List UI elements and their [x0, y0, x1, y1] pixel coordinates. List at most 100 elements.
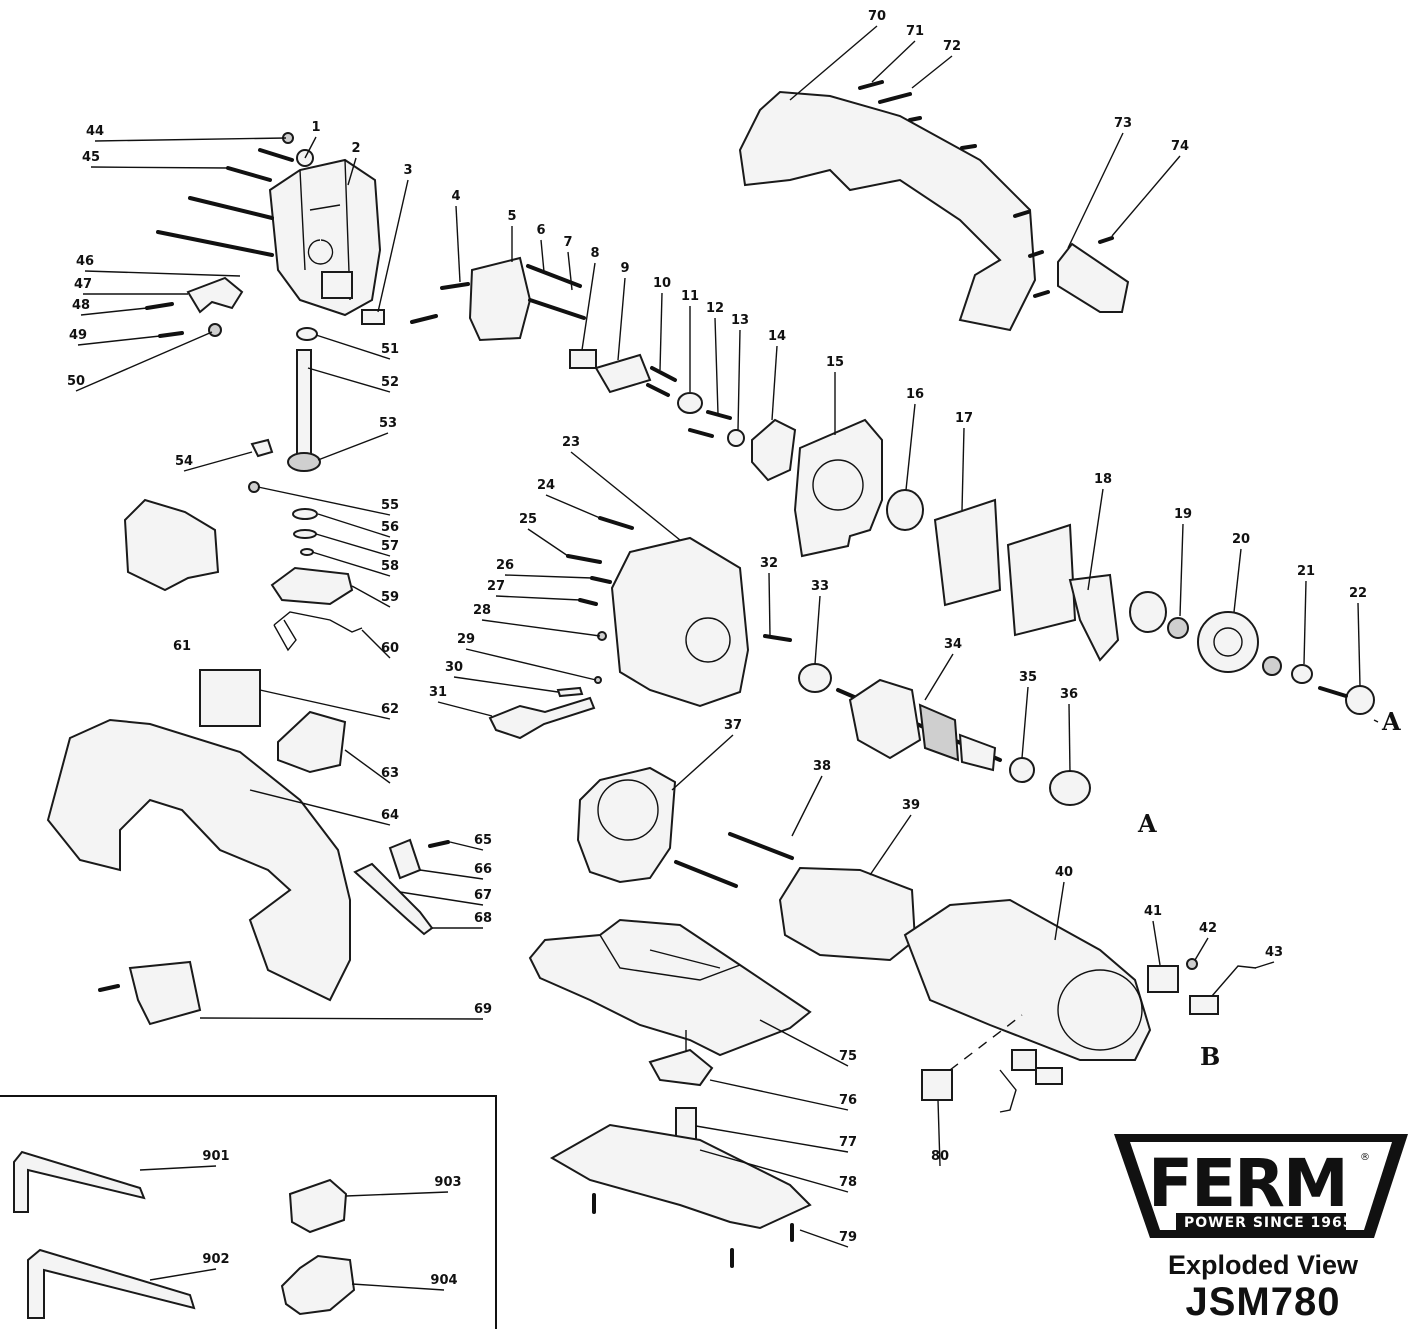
callout-label: 41: [1144, 904, 1162, 919]
callout-label: 79: [839, 1230, 857, 1245]
callout-label: 25: [519, 512, 537, 527]
brand-logo: FERM ® POWER SINCE 1965: [1114, 1134, 1408, 1238]
gear-plate: [793, 418, 883, 558]
spring-clip: [273, 611, 363, 652]
callout-label: 68: [474, 911, 492, 926]
leader-line-10: [659, 292, 663, 371]
callout-label: 14: [768, 329, 786, 344]
leader-line-2: [347, 157, 357, 186]
leader-line-28: [481, 619, 601, 637]
leader-line-6: [540, 239, 545, 273]
carbon-brush-43: [1189, 995, 1219, 1015]
leader-line-19: [1179, 523, 1184, 617]
callout-label: 53: [379, 416, 397, 431]
accessory-box: [0, 1095, 497, 1329]
callout-label: 73: [1114, 116, 1132, 131]
leader-line-54: [183, 451, 253, 472]
switch-62: [199, 669, 261, 727]
leader-line-60: [361, 629, 391, 659]
leader-line-43: [1254, 961, 1275, 969]
leader-line-48: [80, 307, 148, 316]
plunger-assembly: [250, 327, 321, 472]
callout-label: 901: [202, 1149, 229, 1164]
leader-line-902: [149, 1268, 217, 1281]
callout-label: 51: [381, 342, 399, 357]
leader-line-903: [345, 1191, 449, 1197]
callout-label: 60: [381, 641, 399, 656]
brush-holder-41: [1147, 965, 1179, 993]
callout-label: 39: [902, 798, 920, 813]
leader-line-901: [139, 1165, 217, 1171]
callout-label: 58: [381, 559, 399, 574]
leader-line-21: [1303, 580, 1307, 665]
cord-protector-67: [353, 862, 434, 936]
leader-line-74: [1111, 155, 1181, 237]
leader-line-71: [871, 40, 916, 83]
spring-50: [208, 323, 222, 337]
caption-exploded-view: Exploded View: [1167, 1250, 1359, 1280]
bolt-38b: [674, 860, 738, 888]
cord-clamp-66: [388, 838, 422, 880]
callout-label: 28: [473, 603, 491, 618]
callout-label: 37: [724, 718, 742, 733]
label-80: [921, 1069, 953, 1101]
callout-label: 36: [1060, 687, 1078, 702]
plug-904: [280, 1254, 356, 1316]
leader-line-77: [695, 1125, 849, 1153]
leader-line-58: [311, 551, 391, 577]
callout-label: 56: [381, 520, 399, 535]
leader-line-25: [527, 528, 569, 557]
leader-line-18: [1087, 488, 1104, 591]
bearing-35: [1009, 757, 1035, 783]
marker-a-1: A: [1381, 707, 1401, 736]
callout-label: 33: [811, 579, 829, 594]
callout-label: 20: [1232, 532, 1250, 547]
callout-label: 42: [1199, 921, 1217, 936]
leader-line-55: [257, 486, 391, 516]
callout-label: 34: [944, 637, 962, 652]
callout-label: 78: [839, 1175, 857, 1190]
chip-guard: [123, 498, 220, 592]
callout-label: 55: [381, 498, 399, 513]
callout-label: 27: [487, 579, 505, 594]
bearing-19b: [1262, 656, 1282, 676]
set-screw-903: [288, 1178, 348, 1234]
leader-line-79: [799, 1229, 849, 1248]
counterweight-17a: [933, 498, 1002, 607]
leader-line-8: [581, 262, 596, 351]
washer-16a: [886, 489, 924, 531]
leader-line-80: [937, 1099, 941, 1167]
leader-line-41: [1152, 920, 1161, 966]
callout-label: 3: [403, 163, 412, 178]
callout-label: 2: [351, 141, 360, 156]
leader-line-72: [911, 55, 953, 89]
callout-label: 30: [445, 660, 463, 675]
support-plate: [270, 566, 354, 606]
leader-line-64: [249, 789, 391, 826]
leader-line-1: [304, 136, 317, 159]
callout-label: 66: [474, 862, 492, 877]
callout-label: 7: [563, 235, 572, 250]
leader-line-35: [1021, 686, 1029, 759]
brand-tagline: POWER SINCE 1965: [1184, 1215, 1354, 1231]
callout-label: 45: [82, 150, 100, 165]
callout-label: 4: [451, 189, 460, 204]
callout-label: 64: [381, 808, 399, 823]
callout-label: 49: [69, 328, 87, 343]
leader-line-904: [351, 1283, 445, 1291]
switch-knob-31: [488, 696, 596, 740]
base-plate-78: [549, 1123, 812, 1230]
cover-69: [128, 960, 202, 1026]
armature: [836, 678, 1002, 772]
cover-73: [1057, 242, 1130, 313]
leader-line-27: [495, 595, 581, 601]
leader-line-44: [94, 137, 287, 142]
leader-line-33: [814, 595, 821, 665]
screw-4b: [410, 314, 438, 324]
leader-line-66: [419, 869, 484, 880]
callout-label: 19: [1174, 507, 1192, 522]
screw-4: [440, 282, 470, 290]
brand-registered-mark: ®: [1360, 1152, 1370, 1163]
callout-label: 22: [1349, 586, 1367, 601]
callout-label: 48: [72, 298, 90, 313]
